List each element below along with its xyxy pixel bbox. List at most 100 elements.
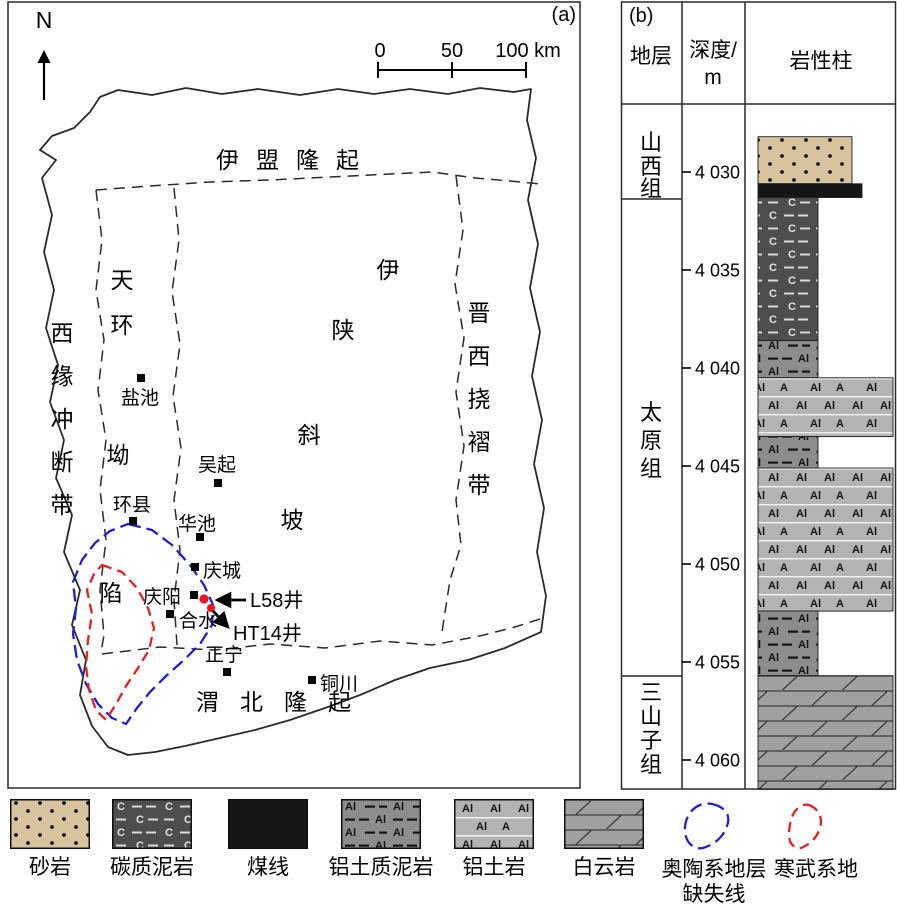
depth-label: 4 035	[695, 261, 740, 281]
well-label: HT14井	[233, 622, 302, 645]
dolomite-swatch	[564, 799, 644, 849]
cambrian-blob-icon	[787, 803, 823, 850]
legend-label: 铝土质泥岩	[328, 856, 434, 879]
depth-label: 4 030	[695, 163, 740, 183]
zone-boundary-west	[95, 189, 107, 653]
lith-unit-al_mudstone	[757, 340, 819, 379]
depth-label: 4 050	[695, 555, 740, 575]
char-glyph: 西	[640, 154, 662, 179]
char-glyph: 带	[468, 472, 491, 498]
city-label: 合水	[179, 610, 217, 632]
city-label: 正宁	[205, 644, 243, 666]
city-marker	[196, 533, 204, 541]
header-depth-unit: m	[704, 66, 722, 89]
char-glyph: 伊	[377, 257, 400, 283]
cambrian-absent-outline	[84, 563, 156, 722]
zone-boundary-jinxi-west	[441, 175, 465, 633]
ordovician-blob-icon	[683, 802, 730, 850]
city-yanchi: 盐池	[121, 374, 159, 409]
char-glyph: 山	[640, 130, 662, 155]
char-glyph: 坡	[281, 507, 304, 533]
scale-bar: 0 50 100 km	[374, 40, 561, 78]
ordovician-absent-outline	[71, 522, 215, 726]
lith-unit-al_mudstone	[757, 436, 819, 469]
char-glyph: 天	[111, 267, 134, 293]
basin-boundary	[39, 87, 547, 756]
sandstone-swatch	[10, 799, 90, 849]
bauxite-swatch	[454, 799, 534, 849]
column-frame	[620, 1, 897, 790]
city-marker	[137, 374, 145, 382]
zone-boundary-weibei-north	[101, 617, 544, 655]
lithology-blocks	[757, 136, 894, 790]
city-marker	[214, 479, 222, 487]
char-glyph: 断	[51, 449, 74, 475]
lith-unit-coal	[757, 183, 863, 198]
char-glyph: 带	[51, 492, 74, 518]
city-wuqi: 吴起	[198, 454, 236, 487]
legend-item-sandstone: 砂岩	[6, 799, 94, 880]
legend-item-al-mudstone: 铝土质泥岩	[326, 799, 436, 880]
city-qingcheng: 庆城	[191, 560, 241, 582]
legend-item-carb-mudstone: 碳质泥岩	[100, 799, 204, 880]
char-glyph: 西	[468, 343, 491, 369]
city-heshui: 合水	[166, 610, 217, 632]
city-huachi: 华池	[178, 513, 216, 541]
zone-label-weibei-uplift: 渭北隆起	[196, 689, 372, 715]
carb-mudstone-swatch	[112, 799, 192, 849]
legend-item-bauxite: 铝土岩	[448, 799, 540, 880]
city-label: 庆城	[203, 560, 241, 582]
city-marker	[166, 610, 174, 618]
city-label: 吴起	[198, 454, 236, 476]
map-frame	[7, 1, 581, 789]
city-marker	[223, 668, 231, 676]
north-arrow: N	[36, 7, 53, 100]
legend-item-coal: 煤线	[224, 799, 312, 880]
header-depth: 深度/	[689, 39, 737, 62]
header-strata: 地层	[630, 45, 672, 68]
lith-unit-sandstone	[757, 136, 853, 185]
city-marker	[308, 676, 316, 684]
char-glyph: 陕	[332, 317, 355, 343]
legend-label: 铝土岩	[462, 856, 526, 879]
char-glyph: 西	[51, 320, 74, 346]
char-glyph: 缘	[51, 363, 74, 389]
formation-label-taiyuan: 太原组	[640, 400, 662, 481]
char-glyph: 组	[640, 752, 662, 777]
char-glyph: 坳	[107, 442, 130, 468]
depth-label: 4 055	[695, 653, 740, 673]
panel-a-label: (a)	[552, 4, 576, 26]
char-glyph: 褶	[468, 429, 491, 455]
city-label: 铜川	[320, 673, 358, 695]
city-label: 庆阳	[143, 586, 181, 608]
char-glyph: 挠	[468, 386, 491, 412]
lith-unit-carb_mudstone	[757, 197, 819, 342]
city-marker	[190, 591, 198, 599]
coal-swatch	[228, 799, 308, 849]
legend-label: 奥陶系地层	[661, 858, 767, 881]
well-dot	[207, 604, 215, 612]
legend-item-ordovician-absent: 奥陶系地层 缺失线	[658, 799, 770, 906]
city-label: 盐池	[121, 387, 159, 409]
legend-label: 煤线	[247, 856, 289, 879]
char-glyph: 组	[640, 176, 662, 201]
ordovician-absent-swatch	[683, 802, 730, 850]
well-arrow	[211, 610, 230, 629]
legend-label-line2: 缺失线	[682, 883, 746, 906]
zone-boundary-tianhuan-east	[171, 187, 182, 646]
well-dot	[199, 594, 209, 604]
north-label: N	[36, 7, 53, 33]
al-mudstone-swatch	[341, 799, 421, 849]
well-ht14: HT14井	[207, 604, 302, 645]
legend-item-dolomite: 白云岩	[556, 799, 652, 880]
legend: 砂岩 碳质泥岩 煤线 铝土质泥岩 铝土岩	[0, 795, 897, 906]
cambrian-absent-swatch	[787, 803, 823, 850]
city-tongchuan: 铜川	[308, 673, 358, 695]
city-marker	[191, 563, 199, 571]
city-marker	[129, 517, 137, 525]
